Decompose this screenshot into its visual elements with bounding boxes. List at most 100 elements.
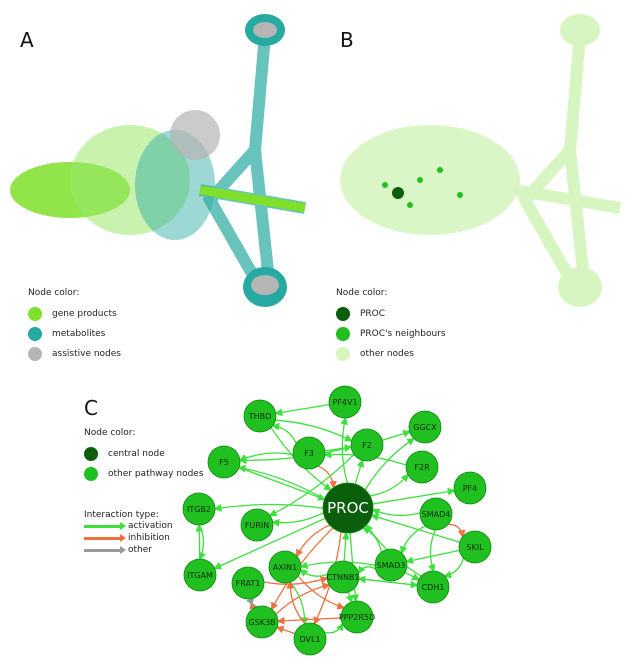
legend-label: metabolites (52, 329, 106, 339)
legend-item: central node (84, 444, 204, 464)
panel-label-b: B (340, 28, 354, 52)
edge-SKIL-SMAD3 (405, 549, 460, 565)
legend-label: central node (108, 449, 165, 459)
legend-label: other nodes (360, 349, 414, 359)
node-itgb2[interactable]: ITGB2 (182, 492, 216, 526)
edge-GSK3B-FRAT1 (246, 597, 257, 608)
node-ctnnb1[interactable]: CTNNB1 (326, 560, 360, 594)
node-dvl1[interactable]: DVL1 (293, 622, 327, 656)
edge-DVL1-GSK3B (275, 625, 296, 635)
node-gsk3b[interactable]: GSK3B (245, 605, 279, 639)
node-label: PF4V1 (332, 398, 357, 407)
edge-PROC-ITGAM (213, 517, 326, 570)
network-a (10, 14, 307, 307)
legend-item: other nodes (336, 344, 446, 364)
legend-swatch (84, 467, 98, 481)
edge-F2-GGCX (382, 429, 411, 441)
node-itgam[interactable]: ITGAM (183, 558, 217, 592)
legend-label: PROC's neighbours (360, 329, 446, 339)
node-label: FRAT1 (236, 579, 261, 588)
node-label: F2R (414, 463, 430, 472)
legend-item: other pathway nodes (84, 464, 204, 484)
edge-SMAD3-CTNNB1 (357, 565, 376, 575)
edge-SMAD4-SKIL (448, 523, 466, 538)
legend-swatch (28, 307, 42, 321)
node-f2r[interactable]: F2R (405, 450, 439, 484)
node-f5[interactable]: F5 (207, 445, 241, 479)
node-f2[interactable]: F2 (350, 428, 384, 462)
legend-swatch (336, 347, 350, 361)
legend-label: other pathway nodes (108, 469, 204, 479)
edge-PROC-PF4 (372, 487, 456, 505)
legend-label: PROC (360, 309, 386, 319)
legend-item: PROC's neighbours (336, 324, 446, 344)
edge-SMAD4-SMAD3 (399, 525, 426, 555)
node-thbd[interactable]: THBD (243, 399, 277, 433)
node-proc[interactable]: PROC (322, 482, 374, 534)
node-smad4[interactable]: SMAD4 (419, 497, 453, 531)
arrow-icon (84, 533, 126, 542)
node-f3[interactable]: F3 (292, 436, 326, 470)
edge-F3-PROC (317, 465, 337, 489)
edge-PROC-AXIN1 (296, 524, 331, 558)
legend-item: metabolites (28, 324, 121, 344)
node-ppp2r5d[interactable]: PPP2R5D (339, 600, 375, 634)
node-label: SMAD4 (422, 510, 451, 519)
panel-label-a: A (20, 28, 34, 52)
node-ggcx[interactable]: GGCX (408, 410, 442, 444)
edge-SMAD4-CDH1 (427, 529, 436, 573)
node-pf4v1[interactable]: PF4V1 (328, 385, 362, 419)
edge-PF4V1-THBD (274, 403, 330, 417)
edge-PROC-F2R (369, 473, 409, 497)
node-smad3[interactable]: SMAD3 (374, 548, 408, 582)
edge-SKIL-CDH1 (443, 557, 465, 579)
node-label: F2 (362, 441, 372, 450)
edge-DVL1-AXIN1 (286, 580, 306, 625)
node-frat1[interactable]: FRAT1 (231, 566, 265, 600)
node-furin[interactable]: FURIN (240, 508, 274, 542)
legend-item: assistive nodes (28, 344, 121, 364)
node-axin1[interactable]: AXIN1 (268, 550, 302, 584)
node-label: SKIL (466, 543, 484, 552)
node-label: SMAD3 (377, 561, 406, 570)
edge-PROC-F5 (237, 464, 325, 500)
edge-DVL1-PPP2R5D (324, 622, 344, 634)
legend-label: assistive nodes (52, 349, 121, 359)
node-label: GGCX (413, 423, 437, 432)
legend-item: gene products (28, 304, 121, 324)
edge-CTNNB1-PROC (341, 531, 350, 562)
edge-PROC-GGCX (364, 437, 416, 491)
node-label: ITGB2 (187, 505, 211, 514)
edge-PROC-F2 (354, 459, 365, 485)
edge-CTNNB1-AXIN1 (299, 568, 328, 577)
interaction-item: other (84, 544, 173, 556)
node-pf4[interactable]: PF4 (453, 471, 487, 505)
edge-SKIL-PROC (370, 513, 460, 543)
node-label: CTNNB1 (326, 573, 359, 582)
panel-label-c: C (84, 396, 98, 420)
arrow-icon (84, 545, 126, 554)
edge-FRAT1-CTNNB1 (263, 576, 329, 585)
edge-AXIN1-PPP2R5D (297, 575, 346, 610)
node-label: ITGAM (187, 571, 213, 580)
assistive-cloud (170, 110, 220, 160)
node-cdh1[interactable]: CDH1 (416, 570, 450, 604)
edge-GSK3B-CTNNB1 (275, 582, 331, 615)
edge-SMAD4-PROC (371, 508, 421, 517)
edge-AXIN1-DVL1 (289, 581, 309, 626)
interaction-label: inhibition (128, 533, 170, 543)
legend-swatch (84, 447, 98, 461)
interaction-item: activation (84, 520, 173, 532)
node-skil[interactable]: SKIL (458, 530, 492, 564)
edge-F2-FURIN (268, 453, 355, 517)
network-b (340, 14, 622, 307)
interaction-title: Interaction type: (84, 510, 159, 520)
node-label: F3 (304, 449, 314, 458)
